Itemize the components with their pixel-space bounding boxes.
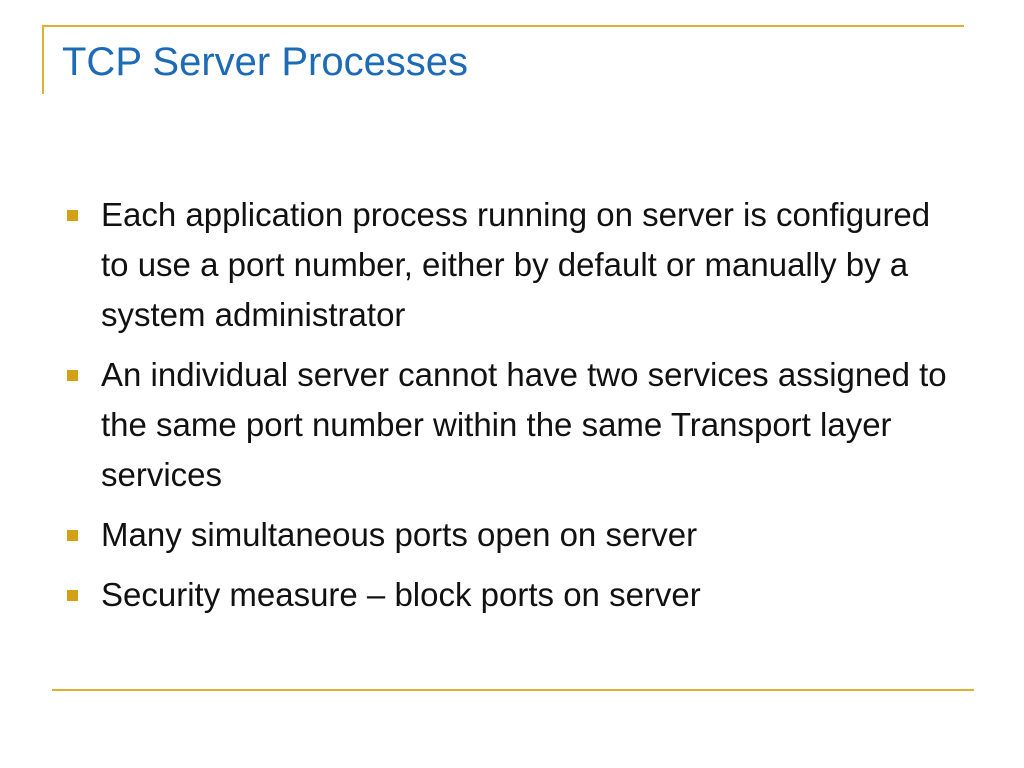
bullet-item-4: Security measure – block ports on server bbox=[65, 570, 965, 620]
bullet-text-3: Many simultaneous ports open on server bbox=[101, 516, 698, 553]
top-accent-line bbox=[42, 25, 964, 27]
square-bullet-icon bbox=[67, 370, 78, 381]
bottom-accent-line bbox=[52, 689, 974, 691]
square-bullet-icon bbox=[67, 530, 78, 541]
left-accent-line bbox=[42, 26, 44, 94]
bullet-text-2: An individual server cannot have two ser… bbox=[101, 356, 947, 493]
bullet-text-4: Security measure – block ports on server bbox=[101, 576, 701, 613]
slide-title: TCP Server Processes bbox=[62, 40, 469, 84]
bullet-text-1: Each application process running on serv… bbox=[101, 196, 931, 333]
bullet-list: Each application process running on serv… bbox=[65, 190, 965, 630]
square-bullet-icon bbox=[67, 210, 78, 221]
bullet-item-3: Many simultaneous ports open on server bbox=[65, 510, 965, 560]
bullet-item-2: An individual server cannot have two ser… bbox=[65, 350, 965, 500]
square-bullet-icon bbox=[67, 590, 78, 601]
bullet-item-1: Each application process running on serv… bbox=[65, 190, 965, 340]
